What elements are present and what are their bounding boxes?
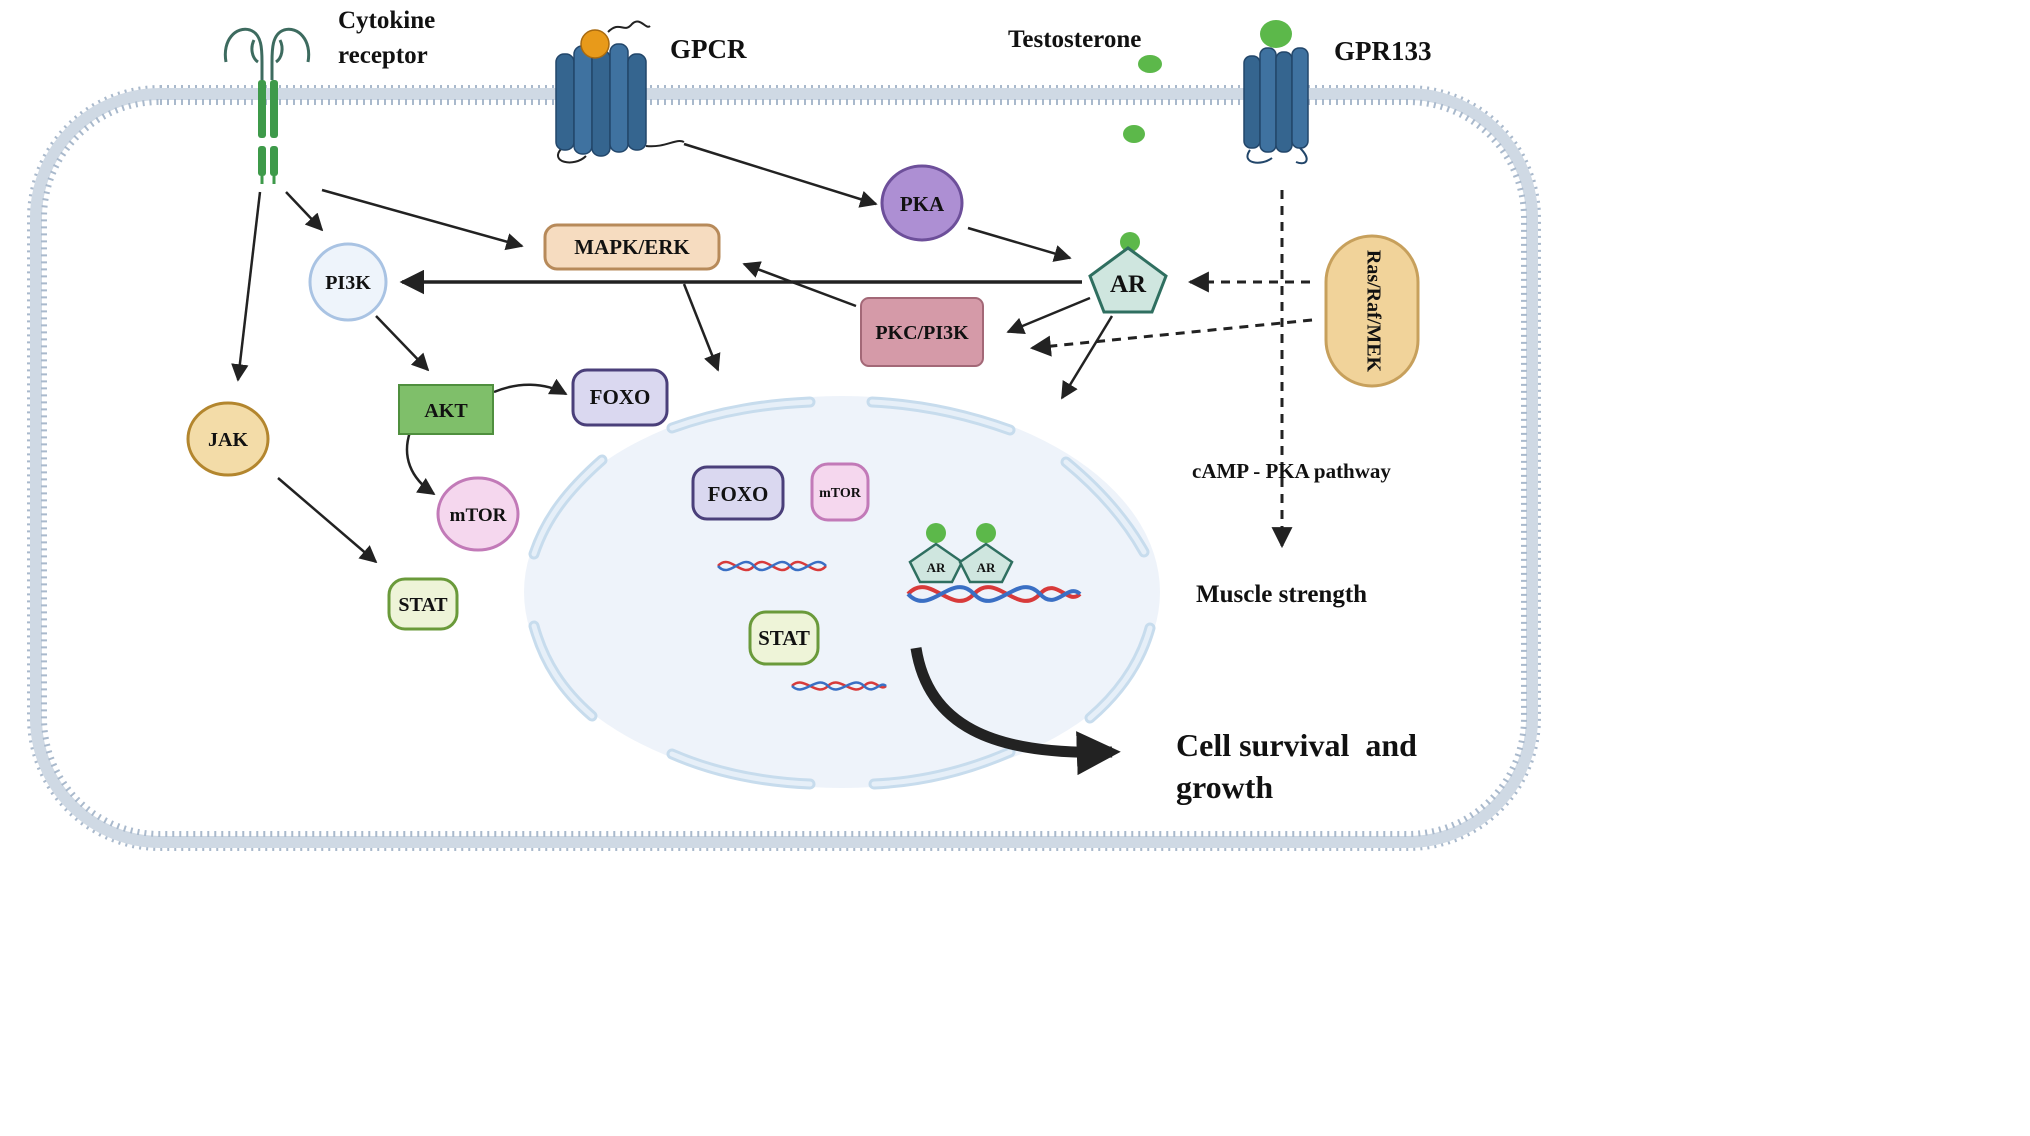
arrow-jak-to-stat	[277, 477, 378, 564]
arrow-gpcr-to-pka	[683, 142, 878, 208]
arrow-pka-to-ar	[967, 226, 1072, 262]
dna-strand-icon	[791, 681, 887, 691]
nuclear-stat-label: STAT	[758, 626, 810, 650]
arrow-akt-to-foxo	[493, 378, 568, 396]
pi3k-node	[308, 242, 388, 322]
cell-membrane	[27, 85, 1541, 851]
ras-raf-mek-node	[1324, 234, 1420, 388]
mtor-node	[436, 476, 520, 552]
nuclear-mtor-node	[810, 462, 870, 522]
arrow-receptor-to-jak	[231, 191, 262, 382]
gpcr-receptor-icon	[555, 20, 685, 164]
gpr133-label: GPR133	[1334, 36, 1432, 66]
muscle-strength-label: Muscle strength	[1196, 581, 1367, 608]
akt-label: AKT	[424, 400, 468, 422]
cytokine-receptor-label: Cytokine	[338, 7, 435, 34]
stat-node	[387, 577, 459, 631]
nucleus	[524, 396, 1160, 790]
dna-strand-icon	[906, 585, 1082, 603]
cytokine-receptor-icon	[223, 27, 311, 184]
ras-raf-mek-label: Ras/Raf/MEK	[1362, 250, 1384, 373]
outcome-label-line2: growth	[1176, 769, 1273, 805]
jak-node	[186, 401, 270, 477]
outcome-label: Cell survival and	[1176, 727, 1417, 763]
mapk-erk-node	[543, 223, 721, 271]
gpcr-label: GPCR	[670, 34, 747, 64]
nuclear-stat-node	[748, 610, 820, 666]
mapk-erk-label: MAPK/ERK	[574, 235, 690, 259]
mtor-label: mTOR	[450, 505, 507, 526]
arrow-mapk-to-nucleus	[682, 283, 721, 372]
gpcr-ligand-icon	[580, 29, 610, 59]
gpr133-receptor-icon	[1243, 47, 1309, 165]
nuclear-foxo-label: FOXO	[708, 482, 769, 506]
akt-node	[398, 384, 494, 435]
pathway-arrows	[231, 142, 1313, 776]
ar-label: AR	[1110, 271, 1147, 298]
nuclear-ar-receptor	[908, 523, 1014, 584]
nuclear-ar-left-label: AR	[927, 560, 946, 575]
testosterone-molecule-icon	[1123, 125, 1145, 143]
pkc-pi3k-label: PKC/PI3K	[875, 322, 969, 344]
pi3k-label: PI3K	[325, 272, 371, 294]
arrow-nucleus-to-outcome	[910, 647, 1121, 776]
testosterone-molecule-icon	[1138, 55, 1162, 73]
stat-label: STAT	[398, 594, 448, 616]
nuclear-mtor-label: mTOR	[819, 486, 862, 501]
camp-pka-pathway-label: cAMP - PKA pathway	[1192, 459, 1391, 483]
testosterone-label: Testosterone	[1008, 26, 1141, 53]
arrow-receptor-to-mapk	[321, 188, 524, 251]
foxo-node	[571, 368, 669, 427]
gpr133-ligand-icon	[1260, 20, 1292, 48]
arrow-pkc-to-mapk	[742, 261, 857, 308]
cytokine-receptor-label-line2: receptor	[338, 42, 428, 69]
pkc-pi3k-node	[860, 297, 984, 367]
arrow-pi3k-to-akt	[375, 315, 430, 372]
arrow-receptor-to-pi3k	[285, 191, 324, 232]
arrow-ar-to-pkc	[1006, 296, 1091, 335]
pka-label: PKA	[900, 192, 945, 216]
foxo-label: FOXO	[590, 385, 651, 409]
ar-receptor-icon	[1088, 232, 1168, 314]
arrow-ras-to-pkc	[1029, 318, 1313, 357]
arrow-ar-to-nucleus	[1060, 315, 1114, 400]
nuclear-ar-right-label: AR	[977, 560, 996, 575]
pka-node	[880, 164, 964, 242]
arrow-akt-to-mtor	[405, 431, 436, 496]
dna-strand-icon	[717, 560, 827, 572]
jak-label: JAK	[208, 429, 248, 451]
nuclear-foxo-node	[691, 465, 785, 521]
